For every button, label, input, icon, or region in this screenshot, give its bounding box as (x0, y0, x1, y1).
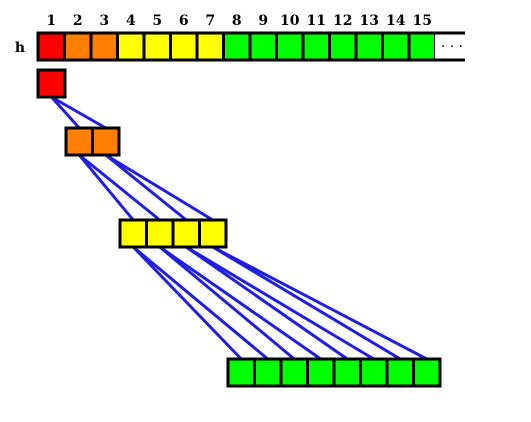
array-cell (169, 31, 199, 62)
index-label: 7 (205, 13, 215, 29)
index-label: 8 (232, 13, 242, 29)
level-green-box (226, 357, 442, 388)
connector-line (185, 245, 375, 361)
array-cell (142, 31, 172, 62)
level-cell (279, 357, 309, 388)
index-label: 5 (152, 13, 162, 29)
connector-lines (50, 95, 428, 361)
index-label: 4 (126, 13, 136, 29)
array-cell (328, 31, 358, 62)
connector-line (132, 245, 269, 361)
array-cell (381, 31, 411, 62)
connector-line (211, 245, 402, 361)
connector-line (50, 95, 81, 130)
level-cell (253, 357, 283, 388)
level-orange-box (64, 126, 121, 157)
level-red-box (36, 68, 67, 99)
index-label: 9 (258, 13, 268, 29)
array-cell (248, 31, 278, 62)
connector-line (78, 154, 135, 221)
connector-line (104, 153, 188, 222)
index-label: 10 (280, 13, 300, 29)
connector-line (78, 153, 161, 222)
connector-line (158, 245, 322, 361)
array-cell (407, 31, 437, 62)
index-label: 15 (413, 13, 432, 29)
array-cell (63, 31, 93, 62)
array-tail-cell (435, 33, 465, 60)
level-cell (226, 357, 256, 388)
tree-levels (36, 68, 442, 388)
level-cell (306, 357, 336, 388)
level-cell (171, 218, 201, 249)
array-cell (89, 31, 119, 62)
level-yellow-box (118, 218, 228, 249)
connector-line (185, 245, 349, 361)
index-label: 6 (179, 13, 189, 29)
level-cell (36, 68, 67, 99)
level-cell (64, 126, 94, 157)
index-label: 1 (46, 13, 56, 29)
connector-line (104, 153, 214, 222)
array-cell (301, 31, 331, 62)
index-label: 13 (360, 13, 379, 29)
level-cell (332, 357, 362, 388)
index-label: 14 (386, 13, 406, 29)
row-label-h: h (15, 40, 25, 56)
index-label: 12 (333, 13, 352, 29)
level-cell (359, 357, 389, 388)
index-label: 3 (99, 13, 109, 29)
level-cell (118, 218, 148, 249)
connector-line (158, 245, 296, 361)
connector-line (212, 245, 428, 361)
array-cell (275, 31, 305, 62)
level-cell (91, 126, 121, 157)
index-label: 2 (73, 13, 83, 29)
array-cell (222, 31, 252, 62)
level-cell (412, 357, 442, 388)
index-label: 11 (307, 13, 326, 29)
array-row (36, 31, 437, 62)
array-cell (354, 31, 384, 62)
connector-line (132, 245, 243, 361)
level-cell (145, 218, 175, 249)
level-cell (198, 218, 228, 249)
connector-line (50, 95, 107, 130)
level-cell (385, 357, 415, 388)
array-cell (195, 31, 225, 62)
array-cell (116, 31, 146, 62)
array-cell (36, 31, 66, 62)
ellipsis-text: · · · (441, 39, 463, 55)
